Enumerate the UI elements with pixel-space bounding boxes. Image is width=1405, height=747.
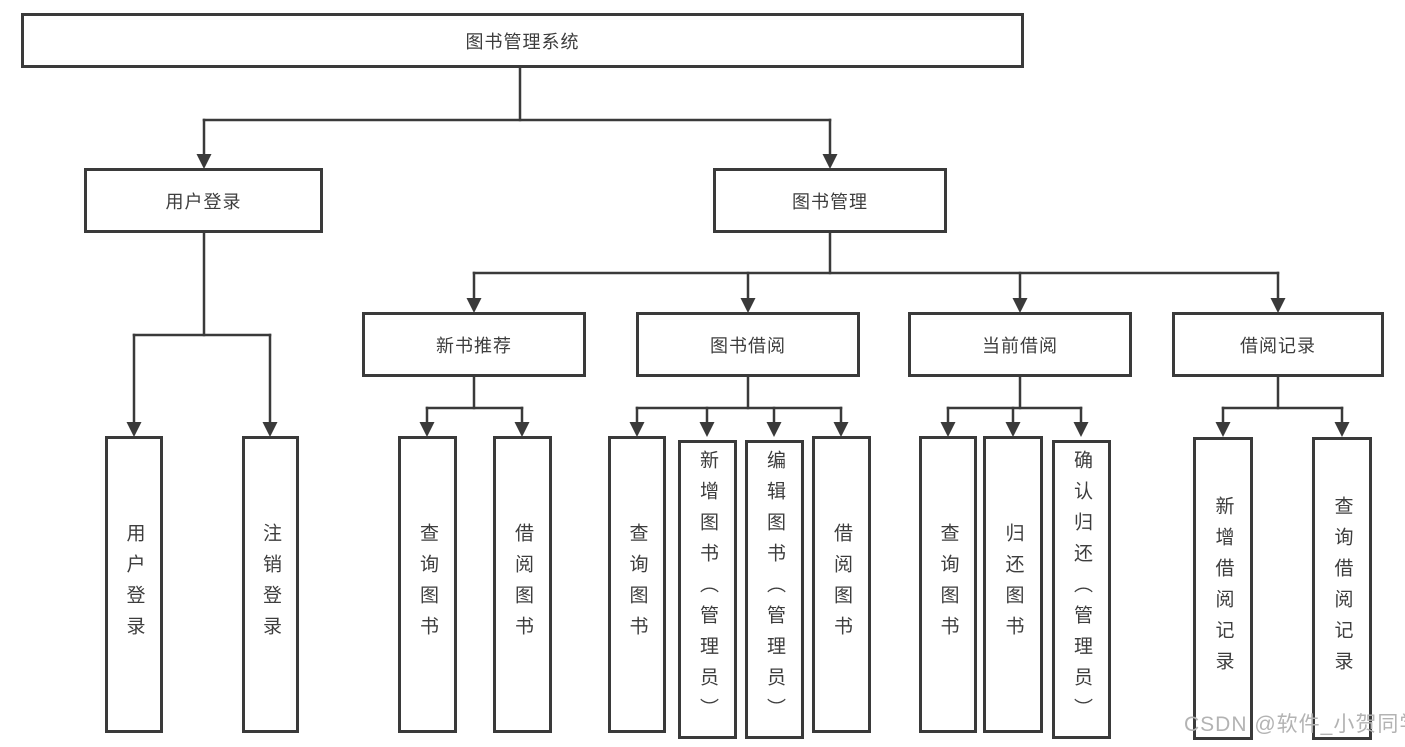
csdn-watermark: CSDN @软件_小贺同学: [1184, 713, 1405, 736]
leaf-cb-return-book-label: 归还图书: [1002, 522, 1024, 647]
leaf-bb-borrow-book: 借阅图书: [812, 436, 871, 733]
node-root-label: 图书管理系统: [465, 31, 580, 52]
leaf-cb-confirm-return-admin: 确认归还（管理员）: [1052, 440, 1111, 739]
leaf-bb-add-book-admin-label: 新增图书（管理员）: [697, 450, 718, 729]
leaf-br-add-record-label: 新增借阅记录: [1212, 495, 1234, 682]
node-root-system: 图书管理系统: [21, 13, 1024, 68]
node-borrow-record-label: 借阅记录: [1240, 335, 1316, 356]
leaf-nb-query-book: 查询图书: [398, 436, 457, 733]
node-book-borrow: 图书借阅: [636, 312, 860, 377]
leaf-bb-borrow-book-label: 借阅图书: [831, 522, 852, 647]
leaf-bb-query-book-label: 查询图书: [626, 522, 648, 647]
leaf-bb-edit-book-admin: 编辑图书（管理员）: [745, 440, 804, 739]
leaf-logout: 注销登录: [242, 436, 299, 733]
leaf-logout-label: 注销登录: [260, 522, 281, 647]
node-book-management: 图书管理: [713, 168, 947, 233]
leaf-bb-query-book: 查询图书: [608, 436, 666, 733]
node-book-management-label: 图书管理: [792, 191, 868, 212]
leaf-cb-query-book-label: 查询图书: [937, 522, 959, 647]
leaf-cb-return-book: 归还图书: [983, 436, 1043, 733]
node-user-login-label: 用户登录: [165, 191, 242, 212]
leaf-user-login-label: 用户登录: [123, 522, 145, 647]
leaf-bb-edit-book-admin-label: 编辑图书（管理员）: [764, 450, 785, 729]
leaf-nb-borrow-book-label: 借阅图书: [512, 522, 533, 647]
leaf-cb-query-book: 查询图书: [919, 436, 977, 733]
node-user-login: 用户登录: [84, 168, 323, 233]
node-new-book-recommend: 新书推荐: [362, 312, 586, 377]
node-borrow-record: 借阅记录: [1172, 312, 1384, 377]
node-current-borrow: 当前借阅: [908, 312, 1132, 377]
node-book-borrow-label: 图书借阅: [710, 335, 786, 356]
node-current-borrow-label: 当前借阅: [982, 335, 1058, 356]
leaf-br-query-record: 查询借阅记录: [1312, 437, 1372, 740]
leaf-nb-query-book-label: 查询图书: [417, 522, 438, 647]
leaf-bb-add-book-admin: 新增图书（管理员）: [678, 440, 737, 739]
leaf-user-login: 用户登录: [105, 436, 163, 733]
leaf-cb-confirm-return-admin-label: 确认归还（管理员）: [1071, 450, 1092, 729]
leaf-nb-borrow-book: 借阅图书: [493, 436, 552, 733]
leaf-br-add-record: 新增借阅记录: [1193, 437, 1253, 740]
leaf-br-query-record-label: 查询借阅记录: [1331, 495, 1353, 682]
node-new-book-recommend-label: 新书推荐: [436, 335, 512, 356]
